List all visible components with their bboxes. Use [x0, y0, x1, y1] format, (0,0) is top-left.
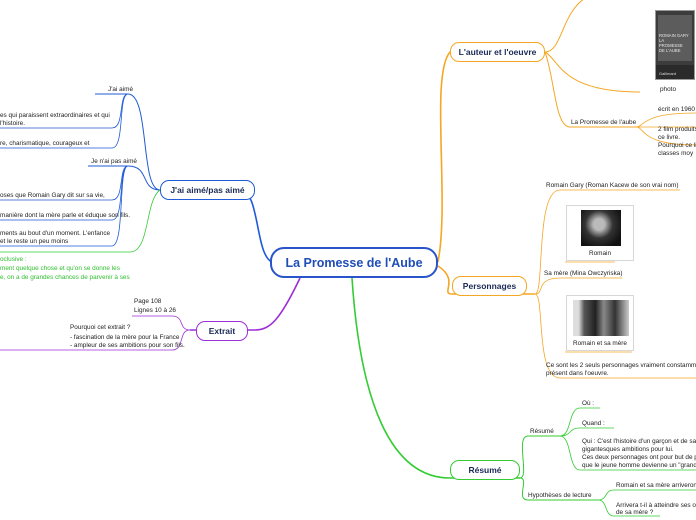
topic-aime-pas-aime[interactable]: J'ai aimé/pas aimé	[160, 180, 255, 200]
conclusion-item-3: e, on a de grandes chances de parvenir à…	[0, 274, 130, 281]
resume-qui-2: gigantesques ambitions pour lui.	[582, 446, 674, 453]
connector-extrait	[190, 277, 301, 331]
central-topic-title: La Promesse de l'Aube	[285, 255, 423, 270]
topic-personnages[interactable]: Personnages	[452, 276, 527, 296]
auteur-item-pourquoi: Pourquoi ce liv	[658, 142, 696, 149]
romain-photo-card: Romain	[566, 205, 634, 261]
pas-aime-item-4: et le reste un peu moins	[0, 238, 69, 245]
resume-qui-1: Qui : C'est l'histoire d'un garçon et de…	[582, 438, 696, 445]
pas-aime-item-2: manière dont la mère parle et éduque son…	[0, 212, 131, 219]
personnages-note-1: Ce sont les 2 seuls personnages vraiment…	[546, 362, 696, 369]
extrait-why-3: - ampleur de ses ambitions pour son fils…	[70, 342, 185, 349]
romain-mere-photo-card: Romain et sa mère	[566, 295, 634, 351]
subtopic-promesse[interactable]: La Promesse de l'aube	[571, 119, 637, 126]
connector-aime	[160, 189, 273, 263]
extrait-why-2: - fascination de la mère pour la France	[70, 334, 180, 341]
resume-qui-3: Ces deux personnages ont pour but de pa	[582, 454, 696, 461]
romain-mere-image	[573, 300, 629, 336]
extrait-why-1: Pourquoi cet extrait ?	[70, 324, 131, 331]
auteur-item-ecrit: écrit en 1960	[658, 106, 695, 113]
pas-aime-item-3: ments au bout d'un moment. L'enfance	[0, 230, 111, 237]
auteur-item-classes: classes moy	[658, 150, 694, 157]
hypothese-2: Arrivera t-il à atteindre ses o	[616, 502, 696, 509]
aime-item-3: re, charismatique, courageux et	[0, 140, 90, 147]
photo-caption: photo	[660, 86, 676, 93]
romain-caption: Romain	[588, 250, 612, 257]
topic-extrait[interactable]: Extrait	[196, 321, 248, 341]
romain-portrait-image	[581, 210, 621, 246]
connector-resume	[351, 277, 520, 479]
book-cover-text: ROMAIN GARY LA PROMESSE DE L'AUBE	[659, 33, 689, 53]
conclusion-item-2: ment quelque chose et qu'on se donne les	[0, 265, 120, 272]
romain-gary-label[interactable]: Romain Gary (Roman Kacew de son vrai nom…	[546, 182, 679, 189]
hypothese-1: Romain et sa mère arriveron	[616, 482, 696, 489]
connector-auteur-sub	[544, 51, 636, 128]
book-cover-image: ROMAIN GARY LA PROMESSE DE L'AUBE Gallim…	[655, 10, 695, 80]
connector-auteur-items	[635, 112, 696, 128]
book-cover-footer: Gallimard	[659, 71, 677, 76]
aime-item-2: l'histoire.	[0, 120, 26, 127]
pas-aime-item-1: oses que Romain Gary dit sur sa vie,	[0, 192, 105, 199]
central-topic[interactable]: La Promesse de l'Aube	[270, 247, 438, 278]
resume-sub-label[interactable]: Résumé	[530, 428, 554, 435]
aime-item-1: es qui paraissent extraordinaires et qui	[0, 112, 110, 119]
resume-qui-4: que le jeune homme devienne un "grand	[582, 462, 696, 469]
extrait-page: Page 108	[134, 298, 162, 305]
auteur-item-livre: ce livre.	[658, 134, 681, 141]
personnages-note-2: présent dans l'oeuvre.	[546, 370, 609, 377]
connector-auteur	[437, 51, 545, 263]
hypothese-3: de sa mère ?	[616, 509, 654, 516]
extrait-lignes: Lignes 10 à 26	[134, 307, 176, 314]
connector-auteur-top	[544, 0, 584, 53]
hypotheses-label[interactable]: Hypothèses de lecture	[528, 492, 592, 499]
topic-auteur-oeuvre[interactable]: L'auteur et l'oeuvre	[450, 42, 545, 62]
resume-quand: Quand :	[582, 420, 605, 427]
topic-resume[interactable]: Résumé	[450, 460, 520, 480]
romain-mere-caption: Romain et sa mère	[573, 340, 627, 347]
pas-aime-label[interactable]: Je n'ai pas aimé	[91, 158, 137, 165]
connector-auteur-photo	[544, 51, 641, 93]
jai-aime-label[interactable]: J'ai aimé	[108, 86, 134, 93]
mere-label[interactable]: Sa mère (Mina Owczyriska)	[544, 270, 623, 277]
conclusion-item-1: oclusive :	[0, 256, 27, 263]
auteur-item-film: 2 film produits	[658, 126, 696, 133]
resume-ou: Où :	[582, 400, 595, 407]
connector-personnages	[437, 265, 535, 295]
